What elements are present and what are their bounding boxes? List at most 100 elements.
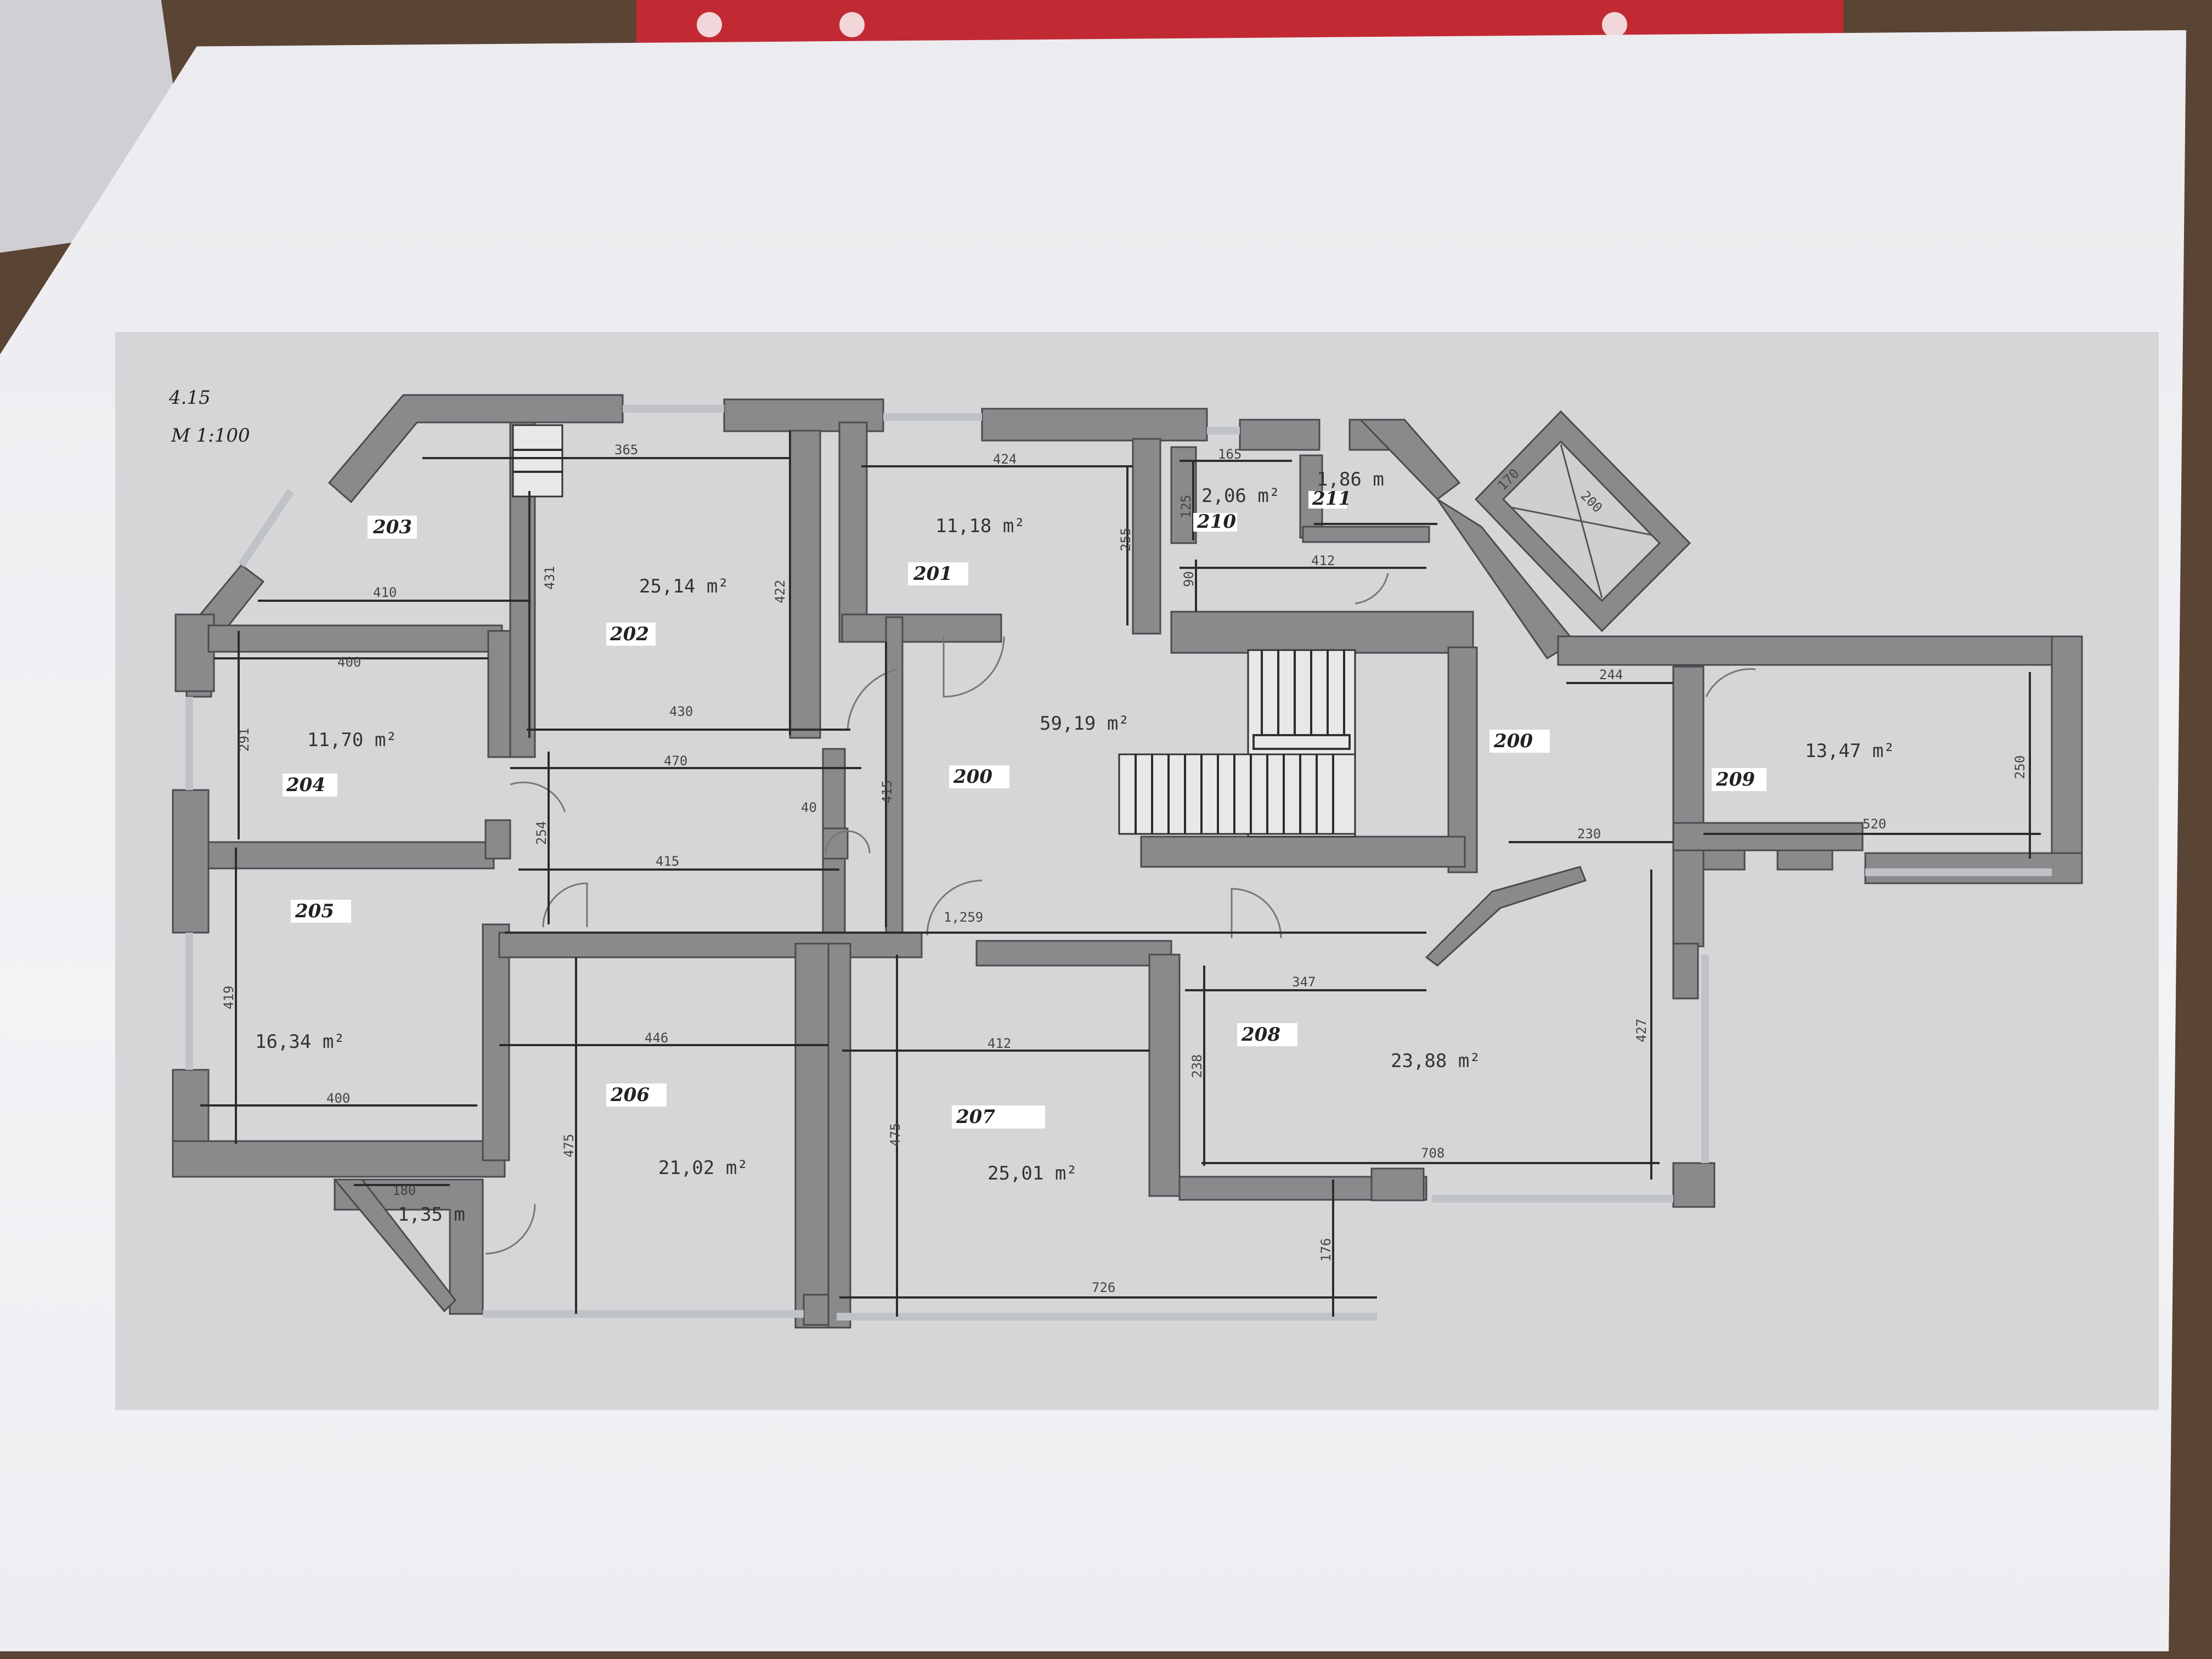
room-area: 13,47 m² [1805, 740, 1895, 762]
box-dot [697, 12, 722, 37]
room-number: 209 [1716, 769, 1755, 791]
dimension-label: 244 [1599, 667, 1623, 682]
wall-internal [207, 841, 495, 870]
wall-209-bottom [1672, 822, 1864, 851]
dimension-label: 520 [1863, 816, 1886, 832]
door-swing [1705, 668, 1756, 697]
wall-right-side [2051, 635, 2083, 884]
wall-right-bottom [1864, 852, 2083, 884]
dimension-label: 250 [2012, 755, 2028, 779]
room-number: 203 [373, 516, 412, 538]
wall-bottom-diagonal [332, 1178, 456, 1313]
red-box [636, 0, 1843, 44]
dimension-label: 419 [221, 986, 236, 1009]
room-number: 200 [1493, 730, 1533, 752]
wall-207-left [827, 943, 851, 1329]
dimension-label: 415 [656, 854, 679, 869]
wall-internal [482, 923, 510, 1161]
door-swing [1231, 888, 1282, 939]
sheet-number: 4.15 [168, 387, 211, 409]
dimension-label: 400 [337, 654, 361, 670]
room-area: 21,02 m² [658, 1157, 748, 1179]
dimension-label: 427 [1634, 1019, 1649, 1042]
room-area: 1,86 m [1317, 469, 1384, 490]
room-labels: 203 202 201 204 205 200 200 209 208 206 … [283, 488, 1767, 1128]
room-area: 1,35 m [398, 1204, 465, 1226]
door-swing [485, 1204, 536, 1255]
wall-211-bottom [1302, 526, 1430, 543]
dimension-label: 176 [1318, 1238, 1334, 1262]
door-swing [542, 882, 588, 928]
dimension-label: 422 [772, 580, 788, 603]
wall-206-right [794, 943, 830, 1329]
room-number: 211 [1312, 488, 1351, 510]
dimension-label: 415 [879, 780, 895, 804]
room-number: 210 [1197, 511, 1236, 533]
dimension-lines [200, 431, 2041, 1317]
wall-208-right [1672, 943, 1699, 1000]
wall-top [1239, 419, 1321, 451]
room-number: 206 [610, 1084, 650, 1106]
door-swing [510, 781, 566, 812]
shaft-line [1560, 444, 1603, 599]
room-area: 11,70 m² [307, 729, 397, 751]
wall-201-bottom [841, 613, 1002, 643]
dimension-label: 400 [326, 1091, 350, 1106]
door-swing [825, 830, 871, 854]
dimension-label: 255 [1118, 528, 1133, 551]
dimension-label: 230 [1577, 826, 1601, 842]
dimension-label: 430 [669, 704, 693, 719]
room-number: 200 [953, 766, 992, 788]
room-number: 202 [610, 623, 649, 645]
wall-stair-right [1447, 646, 1478, 873]
room-area: 2,06 m² [1201, 485, 1280, 507]
wall-top [981, 408, 1208, 442]
window [238, 489, 294, 567]
room-area: 11,18 m² [935, 515, 1025, 537]
room-area: 23,88 m² [1391, 1050, 1481, 1072]
wall-internal [838, 421, 868, 643]
dimension-label: 125 [1178, 495, 1194, 518]
dimension-label: 180 [392, 1183, 416, 1198]
dimension-label: 165 [1218, 447, 1242, 462]
room-area: 59,19 m² [1040, 713, 1130, 735]
wall-208-corner [1370, 1167, 1425, 1201]
dimension-label: 726 [1092, 1280, 1115, 1295]
dimension-label: 475 [561, 1134, 577, 1158]
wall-internal [789, 430, 821, 739]
room-area: 25,01 m² [988, 1163, 1077, 1184]
dimension-label: 90 [1181, 571, 1197, 587]
wall-diagonal-208 [1425, 866, 1587, 967]
scale-label: M 1:100 [171, 425, 250, 447]
dimension-label: 412 [988, 1036, 1011, 1051]
box-dot [839, 12, 865, 37]
wall-210-left [1170, 446, 1197, 544]
stair-lower-flight [1118, 753, 1356, 835]
staircase [512, 424, 1356, 838]
dimension-label: 410 [373, 585, 397, 600]
wall-middle [975, 940, 1172, 967]
dimension-label: 431 [542, 566, 557, 590]
door-swing [1355, 573, 1389, 605]
wall-top-left [328, 394, 624, 504]
room-area: 16,34 m² [255, 1031, 345, 1053]
wall-middle [498, 932, 923, 958]
doors [485, 573, 1756, 1255]
wall-left [172, 789, 210, 934]
wall-208-left [1148, 953, 1181, 1197]
room-number: 201 [913, 563, 952, 585]
wall-bottom-left [172, 1140, 506, 1178]
room-areas: 25,14 m² 11,18 m² 11,70 m² 59,19 m² 13,4… [255, 469, 1895, 1226]
wall-corridor [885, 616, 904, 936]
dimension-label: 475 [888, 1123, 903, 1147]
room-number: 204 [286, 774, 325, 796]
wall-internal [207, 624, 503, 653]
wall-diagonal-top [1358, 419, 1461, 500]
stair-landing-rail [1252, 734, 1351, 750]
box-dot [1602, 12, 1627, 37]
wall-right-top [1557, 635, 2080, 666]
wall-201-right [1132, 438, 1161, 635]
door-swing [926, 879, 983, 936]
dimension-label: 424 [993, 452, 1017, 467]
